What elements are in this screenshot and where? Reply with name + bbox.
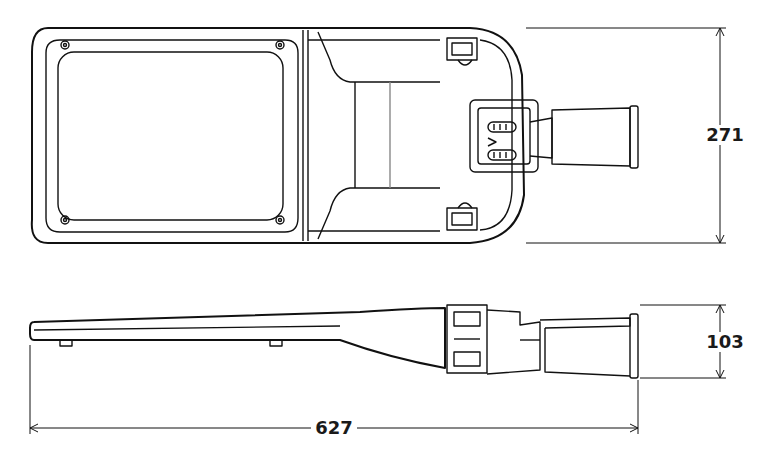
- dimension-label: 627: [311, 418, 357, 438]
- dimension-label: 103: [702, 332, 748, 352]
- dimension-lines: [30, 28, 726, 434]
- top-view: [32, 28, 638, 243]
- dimension-label: 271: [702, 125, 748, 145]
- side-view: [30, 305, 638, 378]
